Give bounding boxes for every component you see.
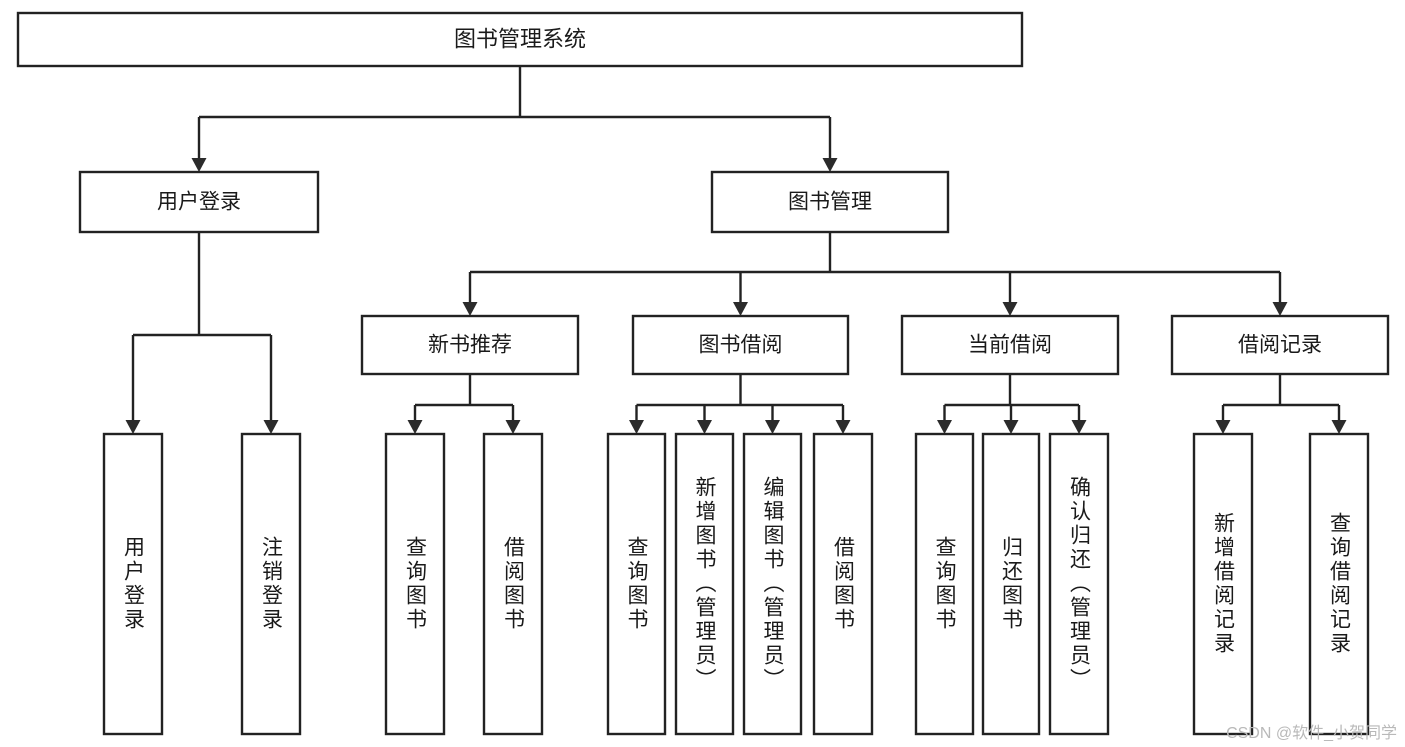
node-label-user-login: 用户登录 bbox=[157, 191, 241, 214]
arrow-to-leaf-cb-return-book-head-icon bbox=[1003, 420, 1019, 434]
arrow-to-leaf-bb-borrow-book-head-icon bbox=[835, 420, 851, 434]
arrow-to-leaf-cb-query-book-head-icon bbox=[937, 420, 952, 434]
node-label-leaf-bb-query-book: 查询图书 bbox=[625, 536, 649, 632]
leaf-node-box-leaf-nbr-borrow-book[interactable] bbox=[482, 432, 544, 736]
leaf-node-box-leaf-br-query-record[interactable] bbox=[1308, 432, 1370, 736]
connector-layer bbox=[125, 66, 1347, 434]
node-label-leaf-nbr-borrow-book: 借阅图书 bbox=[502, 536, 526, 632]
node-label-leaf-br-query-record: 查询借阅记录 bbox=[1328, 512, 1352, 656]
arrow-to-new-book-recommend-head-icon bbox=[462, 302, 478, 316]
level3-node-box-new-book-recommend[interactable] bbox=[360, 314, 580, 376]
level3-node-box-current-borrow[interactable] bbox=[900, 314, 1120, 376]
leaf-node-box-leaf-br-add-record[interactable] bbox=[1192, 432, 1254, 736]
arrow-to-book-manage-head-icon bbox=[822, 158, 838, 172]
leaf-node-box-leaf-user-login[interactable] bbox=[102, 432, 164, 736]
arrow-to-borrow-record-head-icon bbox=[1272, 302, 1288, 316]
arrow-to-leaf-nbr-borrow-book-head-icon bbox=[505, 420, 521, 434]
node-label-book-borrow: 图书借阅 bbox=[699, 334, 783, 357]
node-label-leaf-br-add-record: 新增借阅记录 bbox=[1212, 512, 1236, 656]
node-label-leaf-bb-edit-book: 编辑图书（管理员） bbox=[761, 476, 785, 692]
root-node-box-root[interactable] bbox=[16, 11, 1024, 68]
arrow-to-leaf-nbr-query-book-head-icon bbox=[407, 420, 423, 434]
level2-node-box-book-manage[interactable] bbox=[710, 170, 950, 234]
leaf-node-box-leaf-cb-return-book[interactable] bbox=[981, 432, 1041, 736]
node-label-borrow-record: 借阅记录 bbox=[1238, 334, 1322, 357]
leaf-node-box-leaf-user-logout[interactable] bbox=[240, 432, 302, 736]
node-label-book-manage: 图书管理 bbox=[788, 191, 872, 214]
arrow-to-leaf-bb-add-book-head-icon bbox=[697, 420, 712, 434]
node-label-leaf-user-logout: 注销登录 bbox=[260, 536, 284, 632]
node-label-leaf-cb-query-book: 查询图书 bbox=[933, 536, 957, 632]
node-label-leaf-user-login: 用户登录 bbox=[122, 536, 146, 632]
arrow-to-leaf-user-logout-head-icon bbox=[263, 420, 279, 434]
leaf-node-box-leaf-cb-confirm-return[interactable] bbox=[1048, 432, 1110, 736]
level3-node-box-book-borrow[interactable] bbox=[631, 314, 850, 376]
arrow-to-user-login-head-icon bbox=[191, 158, 207, 172]
leaf-node-box-leaf-bb-borrow-book[interactable] bbox=[812, 432, 874, 736]
leaf-node-box-leaf-bb-add-book[interactable] bbox=[674, 432, 735, 736]
node-label-leaf-cb-confirm-return: 确认归还（管理员） bbox=[1068, 476, 1092, 692]
arrow-to-leaf-br-query-record-head-icon bbox=[1331, 420, 1347, 434]
node-label-leaf-nbr-query-book: 查询图书 bbox=[404, 536, 428, 632]
node-label-current-borrow: 当前借阅 bbox=[968, 334, 1052, 357]
node-label-root: 图书管理系统 bbox=[454, 26, 586, 51]
arrow-to-leaf-user-login-head-icon bbox=[125, 420, 141, 434]
leaf-node-box-leaf-bb-query-book[interactable] bbox=[606, 432, 667, 736]
node-label-leaf-bb-borrow-book: 借阅图书 bbox=[832, 536, 856, 632]
arrow-to-leaf-bb-query-book-head-icon bbox=[629, 420, 644, 434]
arrow-to-book-borrow-head-icon bbox=[733, 302, 748, 316]
node-label-leaf-bb-add-book: 新增图书（管理员） bbox=[693, 476, 717, 692]
leaf-node-box-leaf-nbr-query-book[interactable] bbox=[384, 432, 446, 736]
watermark-text: CSDN @软件_小贺同学 bbox=[1226, 725, 1397, 742]
node-label-new-book-recommend: 新书推荐 bbox=[428, 334, 512, 357]
level2-node-box-user-login[interactable] bbox=[78, 170, 320, 234]
leaf-node-box-leaf-bb-edit-book[interactable] bbox=[742, 432, 803, 736]
level3-node-box-borrow-record[interactable] bbox=[1170, 314, 1390, 376]
arrow-to-leaf-cb-confirm-return-head-icon bbox=[1071, 420, 1087, 434]
node-layer: 图书管理系统用户登录图书管理新书推荐图书借阅当前借阅借阅记录用户登录注销登录查询… bbox=[16, 11, 1390, 736]
leaf-node-box-leaf-cb-query-book[interactable] bbox=[914, 432, 975, 736]
arrow-to-leaf-br-add-record-head-icon bbox=[1215, 420, 1231, 434]
arrow-to-current-borrow-head-icon bbox=[1002, 302, 1018, 316]
arrow-to-leaf-bb-edit-book-head-icon bbox=[765, 420, 780, 434]
node-label-leaf-cb-return-book: 归还图书 bbox=[1000, 536, 1024, 632]
